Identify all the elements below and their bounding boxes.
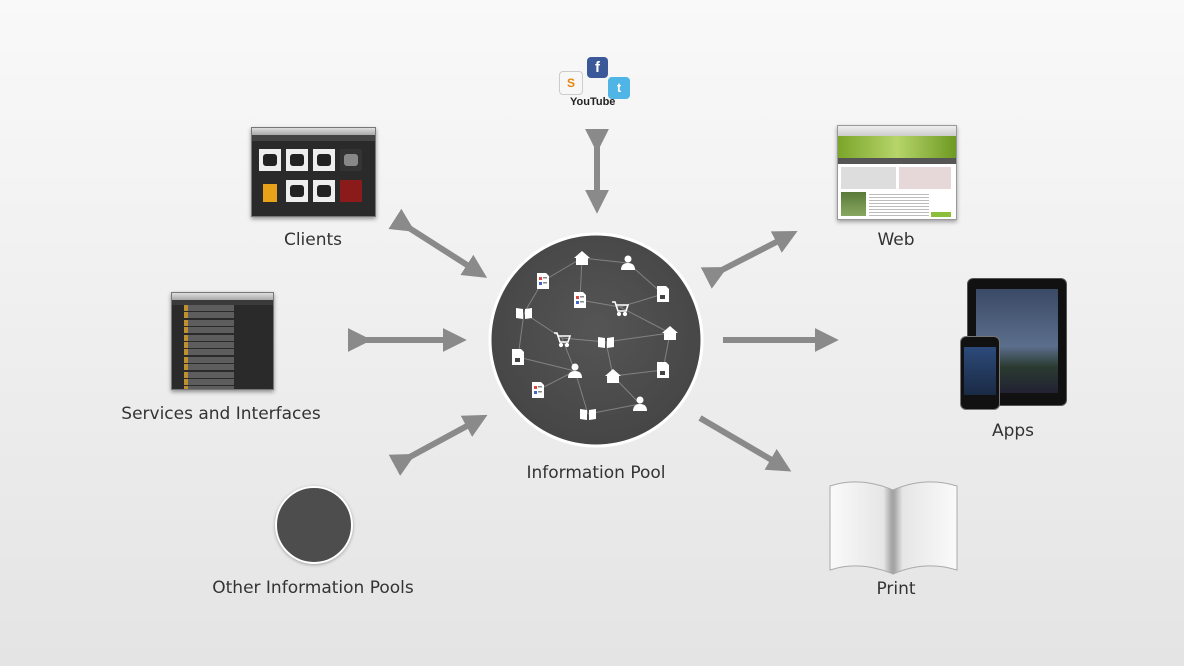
house-icon (605, 369, 621, 383)
phone-device (960, 336, 1000, 410)
node-label-print: Print (876, 579, 916, 599)
book-icon (580, 409, 596, 420)
node-label-apps: Apps (991, 421, 1035, 441)
node-label-services: Services and Interfaces (121, 404, 321, 424)
node-label-other-pools: Other Information Pools (212, 578, 414, 598)
house-icon (574, 251, 590, 265)
center-label: Information Pool (526, 463, 666, 483)
document-icon (657, 286, 669, 302)
web-screenshot (837, 125, 957, 220)
youtube-icon: YouTube (570, 96, 616, 108)
person-icon (621, 255, 635, 270)
house-icon (662, 326, 678, 340)
report-document-icon (532, 382, 544, 398)
other-pool-circle (275, 486, 353, 564)
arrow-clients (388, 208, 488, 278)
node-label-clients: Clients (283, 230, 343, 250)
report-document-icon (574, 292, 586, 308)
arrow-print (698, 415, 792, 472)
document-icon (657, 362, 669, 378)
twitter-icon: t (608, 77, 630, 99)
facebook-icon: f (587, 57, 608, 78)
services-screenshot (171, 292, 274, 390)
cart-icon (612, 301, 630, 317)
node-label-web: Web (877, 230, 915, 250)
report-document-icon (537, 273, 549, 289)
document-icon (512, 349, 524, 365)
clients-screenshot (251, 127, 376, 217)
slideshare-icon: S (559, 71, 583, 95)
arrow-other (388, 414, 488, 476)
book-icon (516, 308, 532, 319)
cart-icon (554, 332, 572, 348)
book-icon (598, 337, 614, 348)
arrow-web (700, 231, 798, 289)
person-icon (568, 363, 582, 378)
person-icon (633, 396, 647, 411)
